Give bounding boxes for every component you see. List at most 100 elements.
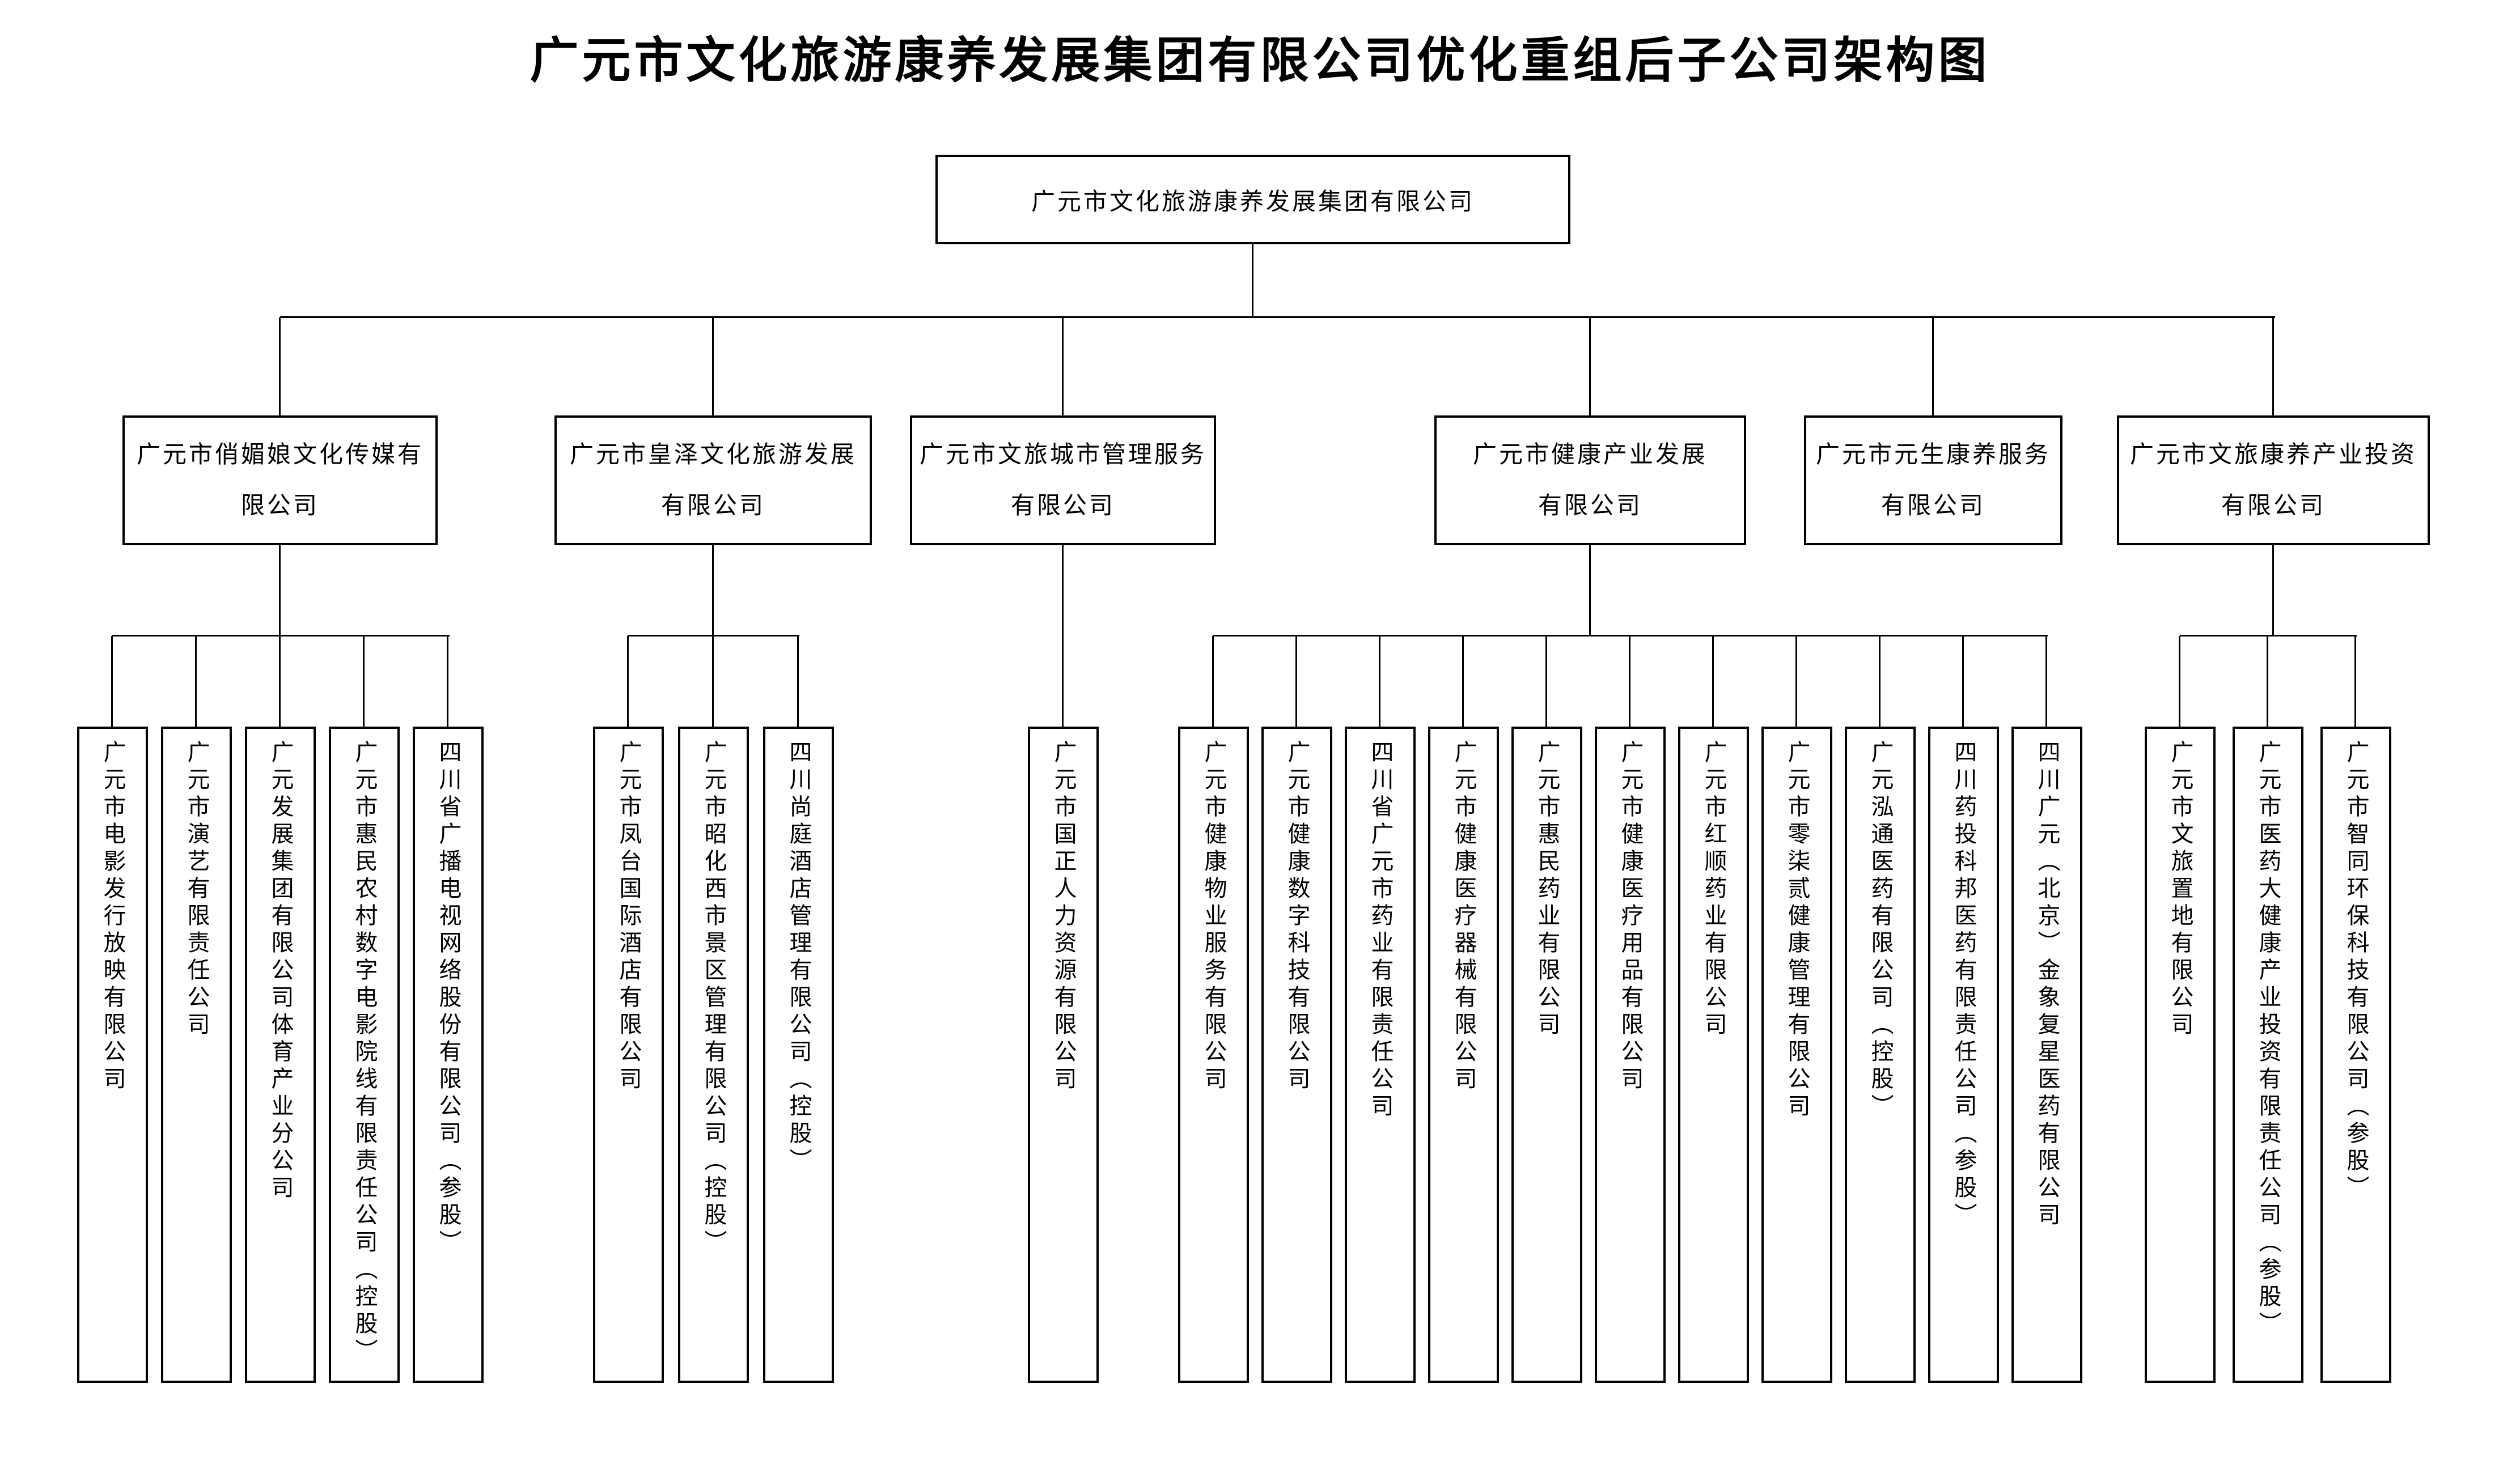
connector-drop-group5 <box>1932 317 1934 417</box>
connector-group4-stub <box>1379 636 1380 729</box>
connector-group2-stem <box>712 543 714 636</box>
level2-company-box-1: 广元市俏媚娘文化传媒有 限公司 <box>122 415 438 545</box>
connector-group6-stub <box>2354 636 2356 729</box>
connector-root-drop <box>1252 243 1253 317</box>
subsidiary-name: 广元市演艺有限责任公司 <box>184 740 210 1039</box>
connector-group1-stub <box>279 636 281 729</box>
connector-group4-stub <box>1795 636 1797 729</box>
subsidiary-name: 广元市国正人力资源有限公司 <box>1051 740 1077 1094</box>
connector-group4-stub <box>1629 636 1630 729</box>
company-name-line1: 广元市文旅城市管理服务 <box>919 442 1206 468</box>
connector-drop-group3 <box>1062 317 1064 417</box>
company-name-line2: 有限公司 <box>1538 493 1642 519</box>
subsidiary-box: 广元市零柒贰健康管理有限公司 <box>1761 727 1832 1383</box>
subsidiary-box: 广元发展集团有限公司体育产业分公司 <box>245 727 316 1383</box>
subsidiary-box: 广元市凤台国际酒店有限公司 <box>593 727 664 1383</box>
connector-group4-stem <box>1589 543 1591 636</box>
subsidiary-name: 广元市医药大健康产业投资有限责任公司（参股） <box>2255 740 2281 1339</box>
subsidiary-name: 广元市健康医疗用品有限公司 <box>1617 740 1644 1094</box>
level2-company-box-6: 广元市文旅康养产业投资 有限公司 <box>2117 415 2430 545</box>
connector-group1-stub <box>363 636 365 729</box>
subsidiary-name: 四川尚庭酒店管理有限公司（控股） <box>786 740 812 1175</box>
connector-group1-stub <box>111 636 113 729</box>
company-name-line1: 广元市文旅康养产业投资 <box>2129 442 2417 468</box>
subsidiary-box: 广元市智同环保科技有限公司（参股） <box>2320 727 2391 1383</box>
subsidiary-name: 广元市惠民药业有限公司 <box>1534 740 1560 1039</box>
subsidiary-name: 四川药投科邦医药有限责任公司（参股） <box>1951 740 1977 1230</box>
subsidiary-name: 广元市健康物业服务有限公司 <box>1201 740 1227 1094</box>
connector-group1-stub <box>195 636 197 729</box>
subsidiary-name: 广元泓通医药有限公司（控股） <box>1867 740 1894 1121</box>
subsidiary-box: 广元市昭化西市景区管理有限公司（控股） <box>678 727 749 1383</box>
company-name-line2: 有限公司 <box>1881 493 1985 519</box>
connector-group6-stub <box>2179 636 2180 729</box>
company-name-line2: 限公司 <box>240 493 319 519</box>
root-company-name: 广元市文化旅游康养发展集团有限公司 <box>1031 189 1475 215</box>
subsidiary-name: 广元市文旅置地有限公司 <box>2167 740 2193 1039</box>
subsidiary-name: 广元市健康数字科技有限公司 <box>1284 740 1310 1094</box>
subsidiary-name: 广元市零柒贰健康管理有限公司 <box>1784 740 1810 1121</box>
connector-drop-group1 <box>279 317 281 417</box>
company-name-line2: 有限公司 <box>660 493 765 519</box>
level2-company-box-5: 广元市元生康养服务 有限公司 <box>1804 415 2062 545</box>
connector-group4-stub <box>1879 636 1881 729</box>
subsidiary-name: 广元市电影发行放映有限公司 <box>100 740 126 1094</box>
company-name-line1: 广元市元生康养服务 <box>1815 442 2051 468</box>
company-name-line1: 广元市俏媚娘文化传媒有 <box>136 442 423 468</box>
subsidiary-name: 广元市红顺药业有限公司 <box>1701 740 1727 1039</box>
subsidiary-box: 广元市演艺有限责任公司 <box>161 727 232 1383</box>
connector-group6-stub <box>2267 636 2268 729</box>
connector-group4-stub <box>1545 636 1547 729</box>
connector-group4-stub <box>1295 636 1297 729</box>
subsidiary-box: 广元市惠民药业有限公司 <box>1511 727 1582 1383</box>
subsidiary-name: 广元市智同环保科技有限公司（参股） <box>2343 740 2369 1203</box>
connector-group2-stub <box>627 636 629 729</box>
connector-drop-group2 <box>712 317 714 417</box>
subsidiary-box: 四川药投科邦医药有限责任公司（参股） <box>1928 727 1999 1383</box>
subsidiary-box: 四川广元（北京）金象复星医药有限公司 <box>2011 727 2082 1383</box>
connector-group4-stub <box>1712 636 1714 729</box>
connector-group3-stem <box>1062 543 1064 729</box>
connector-group6-stem <box>2272 543 2274 636</box>
subsidiary-box: 广元市惠民农村数字电影院线有限责任公司（控股） <box>329 727 400 1383</box>
subsidiary-box: 广元市健康医疗器械有限公司 <box>1428 727 1499 1383</box>
subsidiary-name: 广元市昭化西市景区管理有限公司（控股） <box>701 740 727 1257</box>
connector-group4-bus <box>1213 635 2048 636</box>
subsidiary-box: 广元市红顺药业有限公司 <box>1678 727 1749 1383</box>
company-name-line1: 广元市健康产业发展 <box>1472 442 1708 468</box>
subsidiary-name: 广元发展集团有限公司体育产业分公司 <box>268 740 294 1203</box>
subsidiary-box: 广元市健康物业服务有限公司 <box>1178 727 1249 1383</box>
company-name-line1: 广元市皇泽文化旅游发展 <box>569 442 857 468</box>
connector-group4-stub <box>1462 636 1464 729</box>
connector-group4-stub <box>1212 636 1214 729</box>
connector-group1-stub <box>447 636 448 729</box>
subsidiary-name: 广元市惠民农村数字电影院线有限责任公司（控股） <box>351 740 378 1366</box>
connector-drop-group4 <box>1589 317 1591 417</box>
subsidiary-box: 广元市国正人力资源有限公司 <box>1028 727 1099 1383</box>
subsidiary-box: 四川省广播电视网络股份有限公司（参股） <box>413 727 484 1383</box>
connector-group4-stub <box>2045 636 2047 729</box>
company-name-line2: 有限公司 <box>1010 493 1115 519</box>
connector-group1-stem <box>279 543 281 636</box>
connector-group2-stub <box>712 636 714 729</box>
level2-company-box-3: 广元市文旅城市管理服务 有限公司 <box>910 415 1216 545</box>
subsidiary-name: 四川省广元市药业有限责任公司 <box>1367 740 1394 1121</box>
subsidiary-name: 广元市健康医疗器械有限公司 <box>1451 740 1477 1094</box>
connector-group4-stub <box>1962 636 1964 729</box>
connector-drop-group6 <box>2272 317 2274 417</box>
subsidiary-box: 广元市文旅置地有限公司 <box>2145 727 2216 1383</box>
connector-level1-bus <box>280 316 2275 318</box>
subsidiary-name: 四川省广播电视网络股份有限公司（参股） <box>435 740 461 1257</box>
connector-group2-stub <box>797 636 799 729</box>
org-chart-title: 广元市文化旅游康养发展集团有限公司优化重组后子公司架构图 <box>530 33 1990 88</box>
subsidiary-box: 广元市医药大健康产业投资有限责任公司（参股） <box>2233 727 2303 1383</box>
subsidiary-name: 四川广元（北京）金象复星医药有限公司 <box>2034 740 2060 1230</box>
subsidiary-box: 广元市电影发行放映有限公司 <box>77 727 148 1383</box>
subsidiary-box: 广元市健康医疗用品有限公司 <box>1595 727 1666 1383</box>
company-name-line2: 有限公司 <box>2221 493 2326 519</box>
subsidiary-box: 四川省广元市药业有限责任公司 <box>1345 727 1416 1383</box>
subsidiary-name: 广元市凤台国际酒店有限公司 <box>616 740 642 1094</box>
subsidiary-box: 四川尚庭酒店管理有限公司（控股） <box>763 727 834 1383</box>
root-company-box: 广元市文化旅游康养发展集团有限公司 <box>935 155 1570 244</box>
